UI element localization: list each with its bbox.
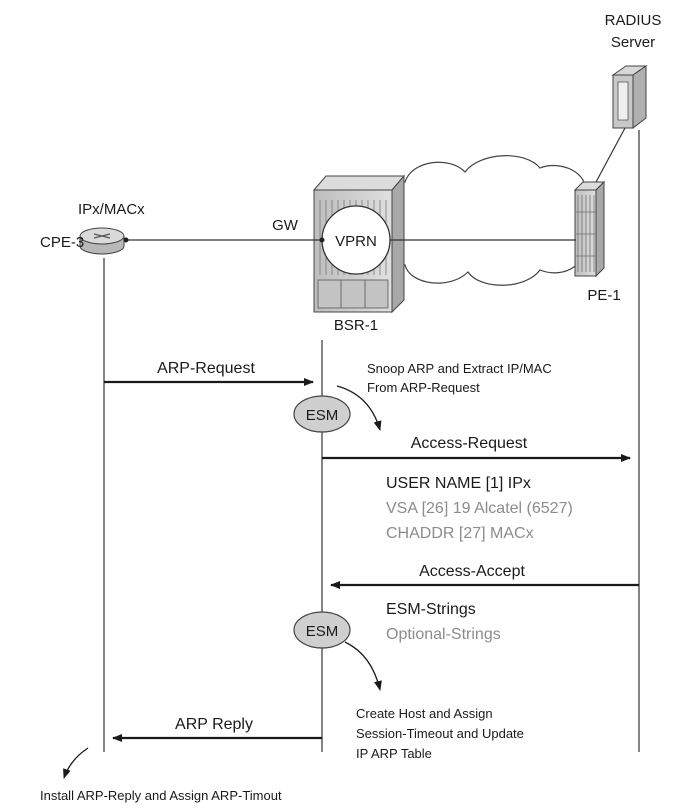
attr-chaddr: CHADDR [27] MACx [386,525,534,542]
bsr-label: BSR-1 [334,317,378,334]
radius-server-icon [611,65,648,130]
arp-reply-label: ARP Reply [175,716,253,733]
radius-pe-link [595,127,626,183]
snoop-text-line1: Snoop ARP and Extract IP/MAC [367,361,552,376]
create-host-line3: IP ARP Table [356,746,432,761]
esm-label-2: ESM [306,623,339,640]
install-arp-text: Install ARP-Reply and Assign ARP-Timout [40,788,282,803]
gw-label: GW [272,217,299,234]
install-curve-arrow [63,747,89,779]
vprn-label: VPRN [335,233,377,250]
cpe-address-label: IPx/MACx [78,201,145,218]
create-host-line1: Create Host and Assign [356,706,493,721]
pe-label: PE-1 [587,287,620,304]
cpe-port-dot [123,237,129,243]
cpe-router-icon [79,227,125,255]
snoop-curve-arrow [336,385,382,431]
attr-vsa: VSA [26] 19 Alcatel (6527) [386,500,573,517]
esm-label-1: ESM [306,407,339,424]
create-host-line2: Session-Timeout and Update [356,726,524,741]
pe-router-icon [573,180,606,278]
snoop-text-line2: From ARP-Request [367,380,480,395]
create-host-curve-arrow [344,641,382,691]
radius-label-line1: RADIUS [605,12,662,29]
gw-port-dot [319,237,325,243]
esm-node-1 [293,395,351,433]
cpe-label: CPE-3 [40,234,84,251]
esm-strings-label: ESM-Strings [386,601,476,618]
access-accept-label: Access-Accept [419,563,525,580]
optional-strings-label: Optional-Strings [386,626,501,643]
radius-label-line2: Server [611,34,655,51]
esm-node-2 [293,611,351,649]
arp-request-label: ARP-Request [157,360,255,377]
attr-user-name: USER NAME [1] IPx [386,475,531,492]
access-request-label: Access-Request [411,435,528,452]
